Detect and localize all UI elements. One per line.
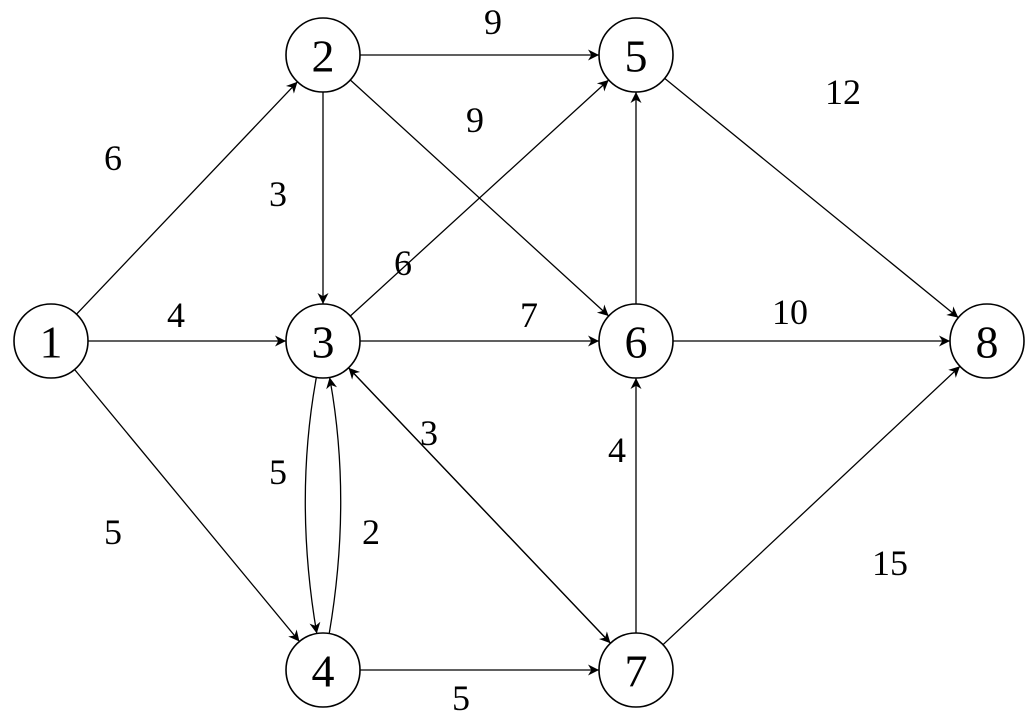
edge-7-to-8	[662, 365, 961, 646]
node-circle-1	[13, 303, 89, 379]
node-6: 6	[598, 303, 674, 379]
node-5: 5	[598, 17, 674, 93]
node-circle-7	[598, 632, 674, 708]
node-circle-8	[949, 303, 1025, 379]
node-label-8: 8	[976, 317, 999, 368]
edge-4-to-3	[326, 377, 342, 634]
node-label-2: 2	[312, 31, 335, 82]
node-7: 7	[598, 632, 674, 708]
edge-weight-3-to-4: 5	[269, 452, 287, 492]
node-1: 1	[13, 303, 89, 379]
edge-weight-2-to-5: 9	[484, 2, 502, 42]
node-2: 2	[285, 17, 361, 93]
node-label-1: 1	[40, 317, 63, 368]
edge-weight-1-to-2: 6	[104, 138, 122, 178]
node-circle-3	[285, 303, 361, 379]
edge-3-to-7	[348, 367, 611, 644]
node-label-7: 7	[625, 646, 648, 697]
edge-weight-5-to-8: 12	[825, 72, 861, 112]
node-4: 4	[285, 632, 361, 708]
edge-weight-7-to-6: 4	[608, 430, 626, 470]
node-circle-6	[598, 303, 674, 379]
edge-weight-1-to-4: 5	[104, 512, 122, 552]
edge-weight-4-to-7: 5	[452, 678, 470, 718]
edge-weight-7-to-3: 3	[420, 413, 438, 453]
node-circle-2	[285, 17, 361, 93]
edge-3-to-5	[349, 79, 610, 317]
edge-weight-3-to-6: 7	[520, 295, 538, 335]
node-3: 3	[285, 303, 361, 379]
edge-weight-6-to-8: 10	[772, 292, 808, 332]
edge-weight-4-to-3: 2	[362, 512, 380, 552]
node-label-4: 4	[312, 646, 335, 697]
edge-weight-2-to-6: 9	[466, 100, 484, 140]
edge-weight-7-to-8: 15	[872, 543, 908, 583]
edge-weight-2-to-3: 3	[269, 174, 287, 214]
node-label-3: 3	[312, 317, 335, 368]
edge-3-to-4	[304, 377, 321, 634]
node-label-5: 5	[625, 31, 648, 82]
edge-1-to-4	[74, 369, 300, 642]
edge-1-to-2	[76, 81, 298, 315]
node-circle-4	[285, 632, 361, 708]
node-circle-5	[598, 17, 674, 93]
edge-weight-3-to-5: 6	[394, 243, 412, 283]
edges-layer	[74, 49, 961, 676]
edge-5-to-8	[664, 77, 959, 319]
edge-labels-layer: 6 4 5 3 9 9 5 2 6 7 3 5 12 10 4 15	[104, 2, 908, 718]
node-label-6: 6	[625, 317, 648, 368]
node-8: 8	[949, 303, 1025, 379]
edge-weight-1-to-3: 4	[167, 295, 185, 335]
